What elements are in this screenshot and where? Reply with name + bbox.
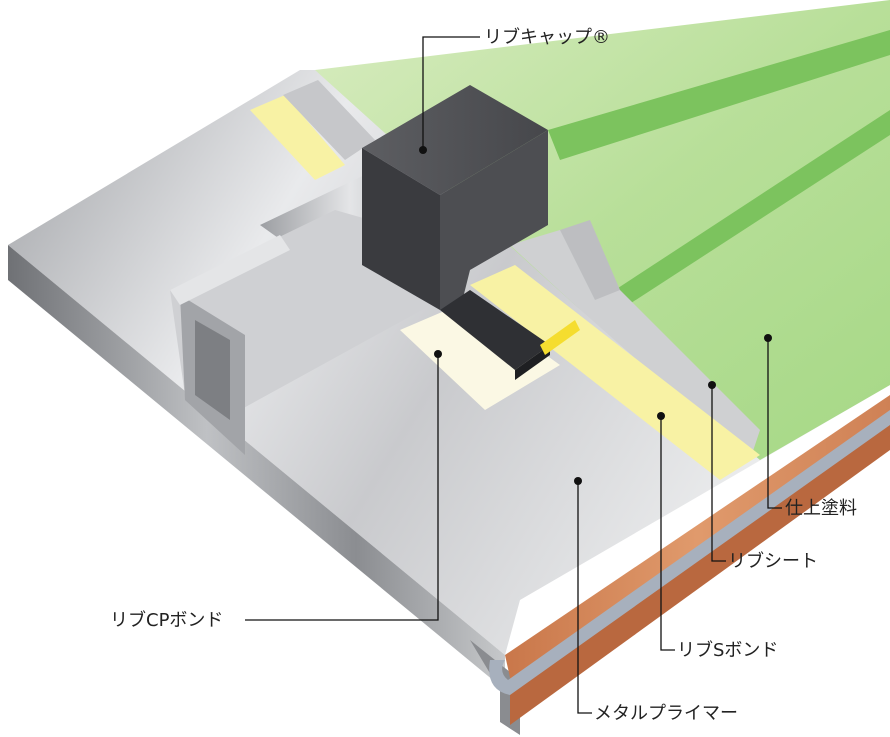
- rib-cap-foot-edge: [515, 345, 550, 380]
- label-finish-coat: 仕上塗料: [785, 497, 857, 519]
- callout-rib-cap: リブキャップ®: [419, 26, 610, 154]
- rib-s-bond-stripe-far: [250, 95, 345, 180]
- metal-channel-top-lip: [170, 235, 290, 305]
- callout-dot: [764, 334, 772, 342]
- rib-sheet-strip-edge: [560, 220, 620, 300]
- green-rib-stripe-upper: [548, 30, 890, 160]
- callout-rib-sheet: リブシート: [708, 381, 818, 572]
- rib-cap-foot: [440, 290, 550, 370]
- callout-dot: [419, 146, 427, 154]
- metal-channel-slot: [195, 320, 230, 420]
- primer-light-area: [400, 300, 560, 410]
- label-metal-primer: メタルプライマー: [594, 703, 738, 724]
- callout-dot: [574, 477, 582, 485]
- callout-dot: [708, 381, 716, 389]
- green-rib-stripe-lower: [615, 110, 890, 305]
- callout-metal-primer: メタルプライマー: [574, 477, 738, 724]
- rib-cap-front: [362, 148, 440, 310]
- callout-finish-coat: 仕上塗料: [764, 334, 857, 519]
- callout-dot: [434, 350, 442, 358]
- callout-rib-cp-bond: リブCPボンド: [110, 350, 442, 631]
- rib-s-bond-stripe: [470, 265, 760, 480]
- label-rib-cp-bond: リブCPボンド: [110, 609, 223, 631]
- label-rib-sheet: リブシート: [728, 550, 818, 572]
- label-rib-s-bond: リブSボンド: [677, 639, 778, 661]
- rib-cap-top: [362, 85, 548, 195]
- rib-cap-yellow-edge: [540, 320, 580, 355]
- edge-trim: [489, 410, 890, 695]
- callout-rib-s-bond: リブSボンド: [657, 412, 778, 661]
- callout-dot: [657, 412, 665, 420]
- rib-cap-side: [440, 130, 548, 310]
- metal-deck-lip: [470, 640, 520, 735]
- metal-deck-edge: [8, 245, 505, 690]
- rib-sheet-strip: [510, 230, 760, 460]
- wood-substrate-lower: [510, 420, 890, 725]
- label-rib-cap: リブキャップ®: [484, 26, 610, 48]
- gray-strip-back: [283, 80, 375, 160]
